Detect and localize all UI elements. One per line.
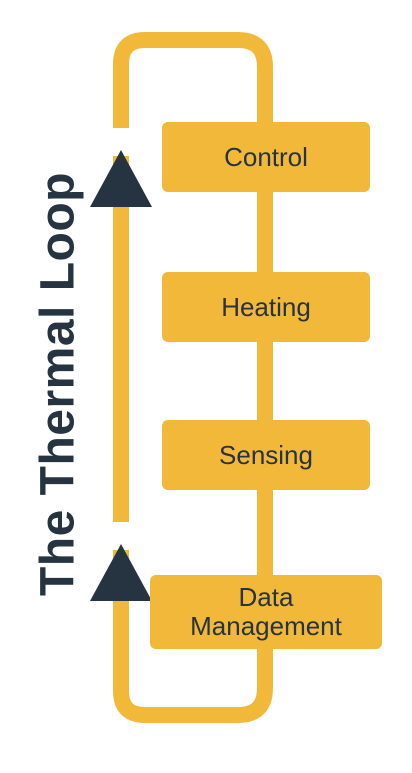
diagram-title: The Thermal Loop: [31, 171, 85, 597]
step-data-management-label: Data Management: [190, 582, 342, 641]
step-sensing-box: Sensing: [162, 420, 370, 490]
up-arrow-icon: [90, 544, 152, 601]
step-data-management-box: Data Management: [150, 575, 382, 649]
loop-path: [113, 32, 273, 723]
step-sensing-label: Sensing: [219, 439, 313, 470]
up-arrow-icon: [90, 150, 152, 207]
step-heating-box: Heating: [162, 272, 370, 342]
step-heating-label: Heating: [221, 291, 311, 322]
step-control-box: Control: [162, 122, 370, 192]
step-control-label: Control: [224, 141, 308, 172]
